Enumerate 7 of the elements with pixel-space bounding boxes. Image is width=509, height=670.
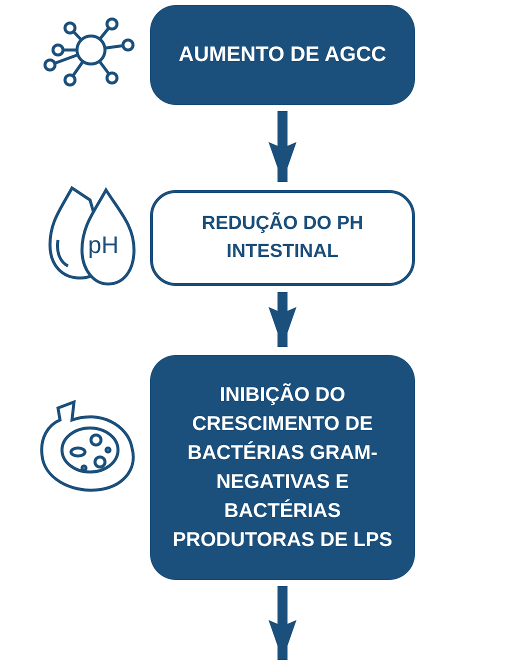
process-box: REDUÇÃO DO PH INTESTINAL [150,190,415,286]
process-box: INIBIÇÃO DO CRESCIMENTO DE BACTÉRIAS GRAM-NEGATIVAS E BACTÉRIAS PRODUTORAS DE LPS [150,355,415,580]
ph-label: pH [88,232,119,260]
arrow [268,586,296,660]
arrow [268,292,296,347]
process-box: AUMENTO DE AGCC [150,5,415,105]
arrow [268,111,296,182]
